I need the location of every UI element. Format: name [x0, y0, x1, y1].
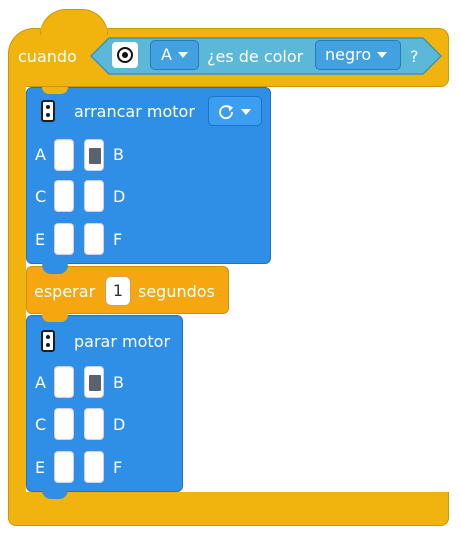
- port-f-toggle[interactable]: [84, 451, 104, 483]
- seconds-label: segundos: [138, 282, 215, 301]
- color-sensor-icon: [117, 47, 133, 63]
- port-a-toggle[interactable]: [54, 366, 74, 398]
- motor-icon: [41, 330, 55, 352]
- port-d-toggle[interactable]: [84, 408, 104, 440]
- port-label: B: [113, 373, 124, 392]
- port-label: C: [35, 415, 47, 434]
- block-tab: [42, 262, 68, 271]
- port-f-toggle[interactable]: [84, 223, 104, 255]
- port-e-toggle[interactable]: [54, 223, 74, 255]
- color-dropdown[interactable]: negro: [315, 40, 401, 70]
- wait-label: esperar: [34, 282, 96, 301]
- block-notch: [42, 87, 68, 94]
- hat-block-bottom: [8, 492, 449, 526]
- chevron-down-icon: [177, 51, 188, 58]
- color-dropdown-value: negro: [325, 45, 372, 64]
- question-mark-label: ?: [410, 47, 419, 66]
- port-label: E: [35, 458, 46, 477]
- seconds-input[interactable]: 1: [105, 276, 131, 306]
- port-b-toggle[interactable]: [84, 366, 104, 398]
- port-label: A: [35, 145, 46, 164]
- port-dropdown[interactable]: A: [150, 40, 199, 70]
- port-c-toggle[interactable]: [54, 180, 74, 212]
- port-dropdown-value: A: [161, 45, 172, 64]
- port-label: A: [35, 373, 46, 392]
- motor-icon: [41, 100, 55, 122]
- port-label: F: [113, 230, 123, 249]
- is-color-label: ¿es de color: [207, 47, 304, 66]
- block-tab: [42, 312, 68, 321]
- port-b-toggle[interactable]: [84, 139, 104, 171]
- port-label: E: [35, 230, 46, 249]
- direction-dropdown[interactable]: [208, 96, 262, 126]
- chevron-down-icon: [377, 51, 388, 58]
- port-label: D: [113, 415, 126, 434]
- port-label: B: [113, 145, 124, 164]
- port-d-toggle[interactable]: [84, 180, 104, 212]
- port-c-toggle[interactable]: [54, 408, 74, 440]
- port-e-toggle[interactable]: [54, 451, 74, 483]
- when-label: cuando: [18, 47, 77, 66]
- port-label: D: [113, 187, 126, 206]
- port-label: F: [113, 458, 123, 477]
- block-tab: [42, 490, 68, 499]
- port-label: C: [35, 187, 47, 206]
- port-a-toggle[interactable]: [54, 139, 74, 171]
- rotate-clockwise-icon: [219, 105, 233, 120]
- start-motor-label: arrancar motor: [74, 102, 195, 121]
- stop-motor-label: parar motor: [74, 332, 171, 351]
- hat-block-arm: [8, 80, 26, 500]
- chevron-down-icon: [241, 109, 251, 115]
